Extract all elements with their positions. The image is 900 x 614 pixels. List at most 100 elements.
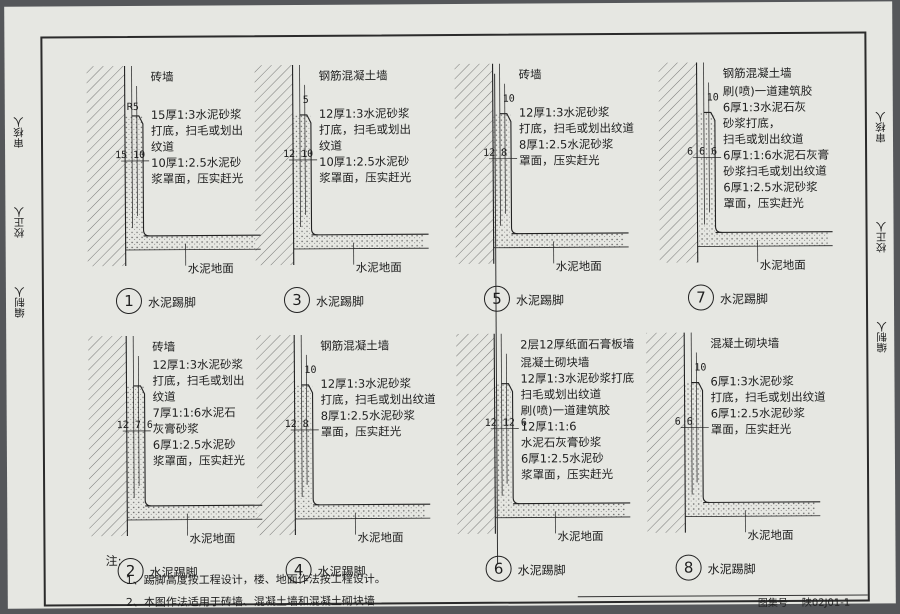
detail-4-spec-line: 12厚1:3水泥砂浆 <box>320 376 411 392</box>
detail-5-spec-line: 打底，扫毛或划出纹道 <box>519 121 634 137</box>
detail-7-spec-line: 刷(喷)一道建筑胶 <box>723 84 813 100</box>
detail-6-wall-label: 2层12厚纸面石膏板墙 <box>520 337 634 353</box>
atlas-code: 陕02J01-1 <box>802 594 850 609</box>
left-strip-compiler: 编制人 <box>12 287 27 319</box>
floor-screed <box>494 233 624 248</box>
detail-5-wall-label: 砖墙 <box>519 67 542 82</box>
floor-screed <box>127 505 257 520</box>
detail-6-spec-line: 扫毛或划出纹道 <box>521 387 602 402</box>
detail-3-spec-line: 打底，扫毛或划出 <box>319 122 411 138</box>
detail-1-title: 水泥踢脚 <box>148 294 196 311</box>
left-strip-reviewer: 审核人 <box>11 117 26 149</box>
right-strip-reviewer: 审核人 <box>873 111 888 143</box>
floor-screed <box>126 235 256 250</box>
floor-top-line <box>703 502 820 503</box>
detail-3-wall-label: 钢筋混凝土墙 <box>319 68 388 83</box>
detail-7-spec-line: 6厚1:2.5水泥砂浆 <box>723 180 817 196</box>
detail-7-spec-line: 罩面，压实赶光 <box>723 196 804 211</box>
detail-5-spec-line: 12厚1:3水泥砂浆 <box>519 105 610 121</box>
floor-screed <box>698 232 828 247</box>
detail-7-spec-line: 6厚1:1:6水泥石灰膏 <box>723 148 829 164</box>
detail-2-spec-line: 浆罩面，压实赶光 <box>153 453 245 469</box>
title-block: 图集号 陕02J01-1 <box>578 594 868 607</box>
floor-top-line <box>145 505 262 506</box>
detail-3-top-dim: 5 <box>303 95 309 106</box>
detail-7-title: 水泥踢脚 <box>720 290 768 307</box>
detail-6-number: 6 <box>486 556 512 582</box>
detail-3-number: 3 <box>284 287 310 313</box>
floor-screed <box>295 504 425 519</box>
detail-1-radius: R5 <box>127 102 139 113</box>
detail-4-spec-line: 打底，扫毛或划出纹道 <box>321 392 436 408</box>
detail-5-number: 5 <box>484 286 510 312</box>
detail-8-dims: 6 6 <box>675 417 693 428</box>
right-strip-checker: 校正人 <box>874 221 889 253</box>
detail-6-spec-line: 混凝土砌块墙 <box>520 355 589 370</box>
detail-1-spec-line: 浆罩面，压实赶光 <box>151 171 243 187</box>
floor-top-line <box>716 232 833 233</box>
wall-hatch <box>256 335 295 535</box>
detail-3-title: 水泥踢脚 <box>316 293 364 310</box>
detail-4-spec-line: 8厚1:2.5水泥砂浆 <box>321 408 415 424</box>
right-strip-compiler: 编制人 <box>874 321 889 353</box>
detail-1-spec-line: 打底，扫毛或划出 <box>151 123 243 139</box>
detail-3-spec-line: 浆罩面，压实赶光 <box>319 170 411 186</box>
wall-hatch <box>88 336 127 536</box>
detail-1-dims: 15 10 <box>115 150 145 161</box>
detail-1-spec-line: 纹道 <box>151 140 174 155</box>
detail-3-spec-line: 纹道 <box>319 139 342 154</box>
detail-6-spec-line: 12厚1:3水泥砂浆打底 <box>520 371 634 387</box>
detail-4-wall-label: 钢筋混凝土墙 <box>320 338 389 353</box>
notes-label: 注: <box>106 552 122 569</box>
detail-5-floor-label: 水泥地面 <box>556 259 602 274</box>
detail-5-title: 水泥踢脚 <box>516 291 564 308</box>
detail-1-wall-label: 砖墙 <box>151 70 174 85</box>
detail-8-title: 水泥踢脚 <box>708 560 756 577</box>
skirting-plaster <box>293 115 312 235</box>
floor-screed <box>294 234 424 249</box>
detail-2-spec-line: 12厚1:3水泥砂浆 <box>152 357 243 373</box>
detail-4-spec-line: 罩面，压实赶光 <box>321 424 402 439</box>
detail-4-dims: 12 8 <box>285 419 309 430</box>
detail-8-number: 8 <box>676 555 702 581</box>
floor-top-line <box>312 234 429 235</box>
detail-2-wall-label: 砖墙 <box>152 340 175 355</box>
detail-1-floor-label: 水泥地面 <box>188 261 234 276</box>
wall-hatch <box>659 63 698 263</box>
detail-8-floor-label: 水泥地面 <box>747 528 793 543</box>
wall-hatch <box>646 333 685 533</box>
skirting-plaster <box>126 386 145 506</box>
skirting-plaster <box>294 385 313 505</box>
skirting-plaster <box>125 116 144 236</box>
skirting-plaster <box>684 382 703 502</box>
detail-5-spec-line: 罩面，压实赶光 <box>519 153 600 168</box>
detail-2-spec-line: 灰膏砂浆 <box>153 422 199 437</box>
detail-7-wall-label: 钢筋混凝土墙 <box>723 66 792 81</box>
detail-2-spec-line: 7厚1:1:6水泥石 <box>153 405 236 421</box>
detail-2-spec-line: 6厚1:2.5水泥砂 <box>153 437 236 453</box>
detail-4-top-dim: 10 <box>304 365 316 376</box>
detail-1-number: 1 <box>116 288 142 314</box>
detail-5-top-dim: 10 <box>503 94 515 105</box>
detail-3-dims: 12 10 <box>283 149 313 160</box>
note-2: 2、本图作法适用于砖墙、混凝土墙和混凝土砌块墙 <box>126 593 375 611</box>
detail-8-spec-line: 6厚1:3水泥砂浆 <box>710 374 793 390</box>
detail-7-top-dim: 10 <box>707 92 719 103</box>
detail-6-floor-label: 水泥地面 <box>557 529 603 544</box>
skirting-plaster <box>697 112 716 232</box>
detail-6-spec-line: 刷(喷)一道建筑胶 <box>521 403 611 419</box>
floor-top-line <box>313 504 430 505</box>
floor-top-line <box>512 233 629 234</box>
detail-8-top-dim: 10 <box>694 362 706 373</box>
detail-6-spec-line: 水泥石灰膏砂浆 <box>521 435 602 450</box>
left-strip-checker: 校正人 <box>11 207 26 239</box>
detail-6-spec-line: 6厚1:2.5水泥砂 <box>521 451 604 467</box>
wall-hatch <box>255 65 294 265</box>
detail-8-spec-line: 打底，扫毛或划出纹道 <box>711 390 826 406</box>
detail-5-spec-line: 8厚1:2.5水泥砂浆 <box>519 137 613 153</box>
wall-hatch <box>455 64 494 264</box>
detail-7-spec-line: 砂浆扫毛或划出纹道 <box>723 164 827 180</box>
detail-7-spec-line: 扫毛或划出纹道 <box>723 132 804 147</box>
detail-5-dims: 12 8 <box>483 148 507 159</box>
wall-hatch <box>456 334 495 534</box>
